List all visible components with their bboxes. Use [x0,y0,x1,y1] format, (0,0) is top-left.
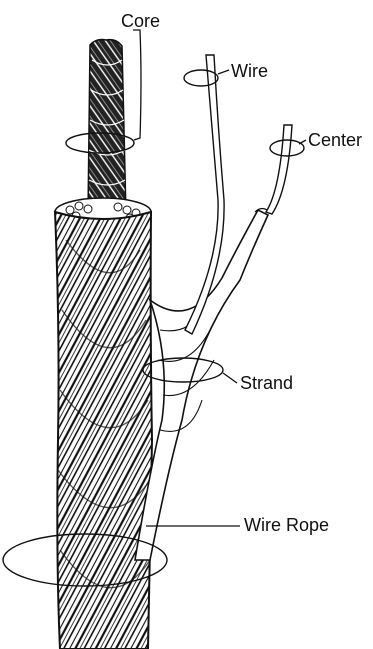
strand-label: Strand [240,373,293,393]
center-label: Center [308,130,362,150]
core-illustration [88,40,126,219]
wire-rope-label: Wire Rope [244,515,329,535]
wire-label: Wire [231,61,268,81]
core-body [88,40,126,219]
center-leader-line [299,140,306,144]
rope-shape [55,212,152,649]
center-wire-illustration [266,125,292,214]
wire-leader-line [218,70,229,74]
core-leader-line [133,30,141,140]
strand-leader-line [223,373,237,383]
wire-rope-body [55,212,152,649]
core-label: Core [121,11,160,31]
